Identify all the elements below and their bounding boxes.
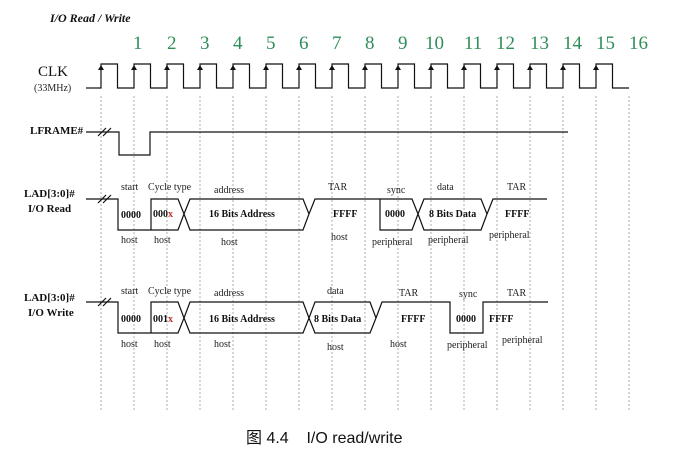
clk-rising-edge-arrow bbox=[329, 65, 335, 70]
read-address-top-label: address bbox=[214, 185, 244, 196]
read-start-bottom-label: host bbox=[121, 235, 138, 246]
clock-number: 7 bbox=[332, 33, 342, 54]
read-start-top-label: start bbox=[121, 182, 138, 193]
read-sync-value: 0000 bbox=[385, 209, 405, 220]
clock-number: 6 bbox=[299, 33, 309, 54]
read-data-bottom-label: peripheral bbox=[428, 235, 469, 246]
clock-number: 13 bbox=[530, 33, 549, 54]
lframe-label: LFRAME# bbox=[30, 125, 84, 137]
clock-number: 8 bbox=[365, 33, 375, 54]
write-tar2-top-label: TAR bbox=[507, 288, 527, 299]
write-start-bottom-label: host bbox=[121, 339, 138, 350]
clock-number: 10 bbox=[425, 33, 444, 54]
clock-number: 12 bbox=[496, 33, 515, 54]
write-tar-bottom-label: host bbox=[390, 339, 407, 350]
read-tar2-top-label: TAR bbox=[507, 182, 527, 193]
io-write-label: I/O Write bbox=[28, 307, 74, 319]
write-cycle-type-value: 001x bbox=[153, 314, 173, 325]
read-tar2-value: FFFF bbox=[505, 209, 529, 220]
read-tar2-bottom-label: peripheral bbox=[489, 230, 530, 241]
clock-number: 16 bbox=[629, 33, 648, 54]
clock-number: 15 bbox=[596, 33, 615, 54]
write-tar-value: FFFF bbox=[401, 314, 425, 325]
clock-number: 9 bbox=[398, 33, 408, 54]
clk-rising-edge-arrow bbox=[98, 65, 104, 70]
write-address-bottom-label: host bbox=[214, 339, 231, 350]
clk-rising-edge-arrow bbox=[230, 65, 236, 70]
clk-waveform bbox=[98, 63, 629, 89]
clk-rising-edge-arrow bbox=[593, 65, 599, 70]
clk-rising-edge-arrow bbox=[197, 65, 203, 70]
clk-rising-edge-arrow bbox=[461, 65, 467, 70]
read-sync-top-label: sync bbox=[387, 185, 406, 196]
write-cycle-bottom-label: host bbox=[154, 339, 171, 350]
write-tar2-bottom-label: peripheral bbox=[502, 335, 543, 346]
write-tar2-value: FFFF bbox=[489, 314, 513, 325]
clk-rising-edge-arrow bbox=[164, 65, 170, 70]
write-start-top-label: start bbox=[121, 286, 138, 297]
clk-rising-edge-arrow bbox=[428, 65, 434, 70]
lframe-waveform bbox=[86, 131, 568, 156]
write-sync-top-label: sync bbox=[459, 289, 478, 300]
write-address-top-label: address bbox=[214, 288, 244, 299]
lad-write-label: LAD[3:0]# bbox=[24, 292, 75, 304]
read-tar-top-label: TAR bbox=[328, 182, 348, 193]
write-data-top-label: data bbox=[327, 286, 344, 297]
write-tar-top-label: TAR bbox=[399, 288, 419, 299]
write-address-value: 16 Bits Address bbox=[209, 314, 275, 325]
clock-numbers: 1 2 3 4 5 6 7 8 9 10 11 12 13 14 15 16 bbox=[133, 33, 648, 54]
clock-number: 3 bbox=[200, 33, 210, 54]
figure-caption: 图 4.4 I/O read/write bbox=[246, 430, 403, 447]
lad-read-waveform bbox=[86, 198, 547, 231]
read-data-top-label: data bbox=[437, 182, 454, 193]
grid-lines bbox=[100, 96, 630, 412]
clk-edge-arrows bbox=[98, 65, 599, 70]
clock-number: 11 bbox=[464, 33, 482, 54]
write-start-value: 0000 bbox=[121, 314, 141, 325]
read-data-value: 8 Bits Data bbox=[429, 209, 476, 220]
clk-rising-edge-arrow bbox=[527, 65, 533, 70]
clk-rising-edge-arrow bbox=[263, 65, 269, 70]
read-address-value: 16 Bits Address bbox=[209, 209, 275, 220]
lad-read-label: LAD[3:0]# bbox=[24, 188, 75, 200]
clk-rising-edge-arrow bbox=[494, 65, 500, 70]
clock-number: 4 bbox=[233, 33, 243, 54]
write-cycle-type-top-label: Cycle type bbox=[148, 286, 192, 297]
lframe-break-mark bbox=[97, 127, 112, 137]
lad-write-waveform bbox=[86, 301, 548, 334]
write-sync-value: 0000 bbox=[456, 314, 476, 325]
read-start-value: 0000 bbox=[121, 210, 141, 221]
read-address-bottom-label: host bbox=[221, 237, 238, 248]
clk-frequency-label: (33MHz) bbox=[34, 83, 71, 94]
read-cycle-type-top-label: Cycle type bbox=[148, 182, 192, 193]
clk-label: CLK bbox=[38, 64, 68, 80]
clk-rising-edge-arrow bbox=[296, 65, 302, 70]
write-data-value: 8 Bits Data bbox=[314, 314, 361, 325]
clock-number: 2 bbox=[167, 33, 177, 54]
diagram-title: I/O Read / Write bbox=[49, 11, 131, 25]
read-tar-bottom-label: host bbox=[331, 232, 348, 243]
io-read-label: I/O Read bbox=[28, 203, 71, 215]
write-sync-bottom-label: peripheral bbox=[447, 340, 488, 351]
read-cycle-bottom-label: host bbox=[154, 235, 171, 246]
read-sync-bottom-label: peripheral bbox=[372, 237, 413, 248]
clk-rising-edge-arrow bbox=[362, 65, 368, 70]
write-data-bottom-label: host bbox=[327, 342, 344, 353]
clk-rising-edge-arrow bbox=[131, 65, 137, 70]
clock-number: 5 bbox=[266, 33, 276, 54]
read-cycle-type-value: 000x bbox=[153, 209, 173, 220]
clk-rising-edge-arrow bbox=[395, 65, 401, 70]
clk-rising-edge-arrow bbox=[560, 65, 566, 70]
clock-number: 1 bbox=[133, 33, 143, 54]
read-tar-value: FFFF bbox=[333, 209, 357, 220]
clock-number: 14 bbox=[563, 33, 583, 54]
